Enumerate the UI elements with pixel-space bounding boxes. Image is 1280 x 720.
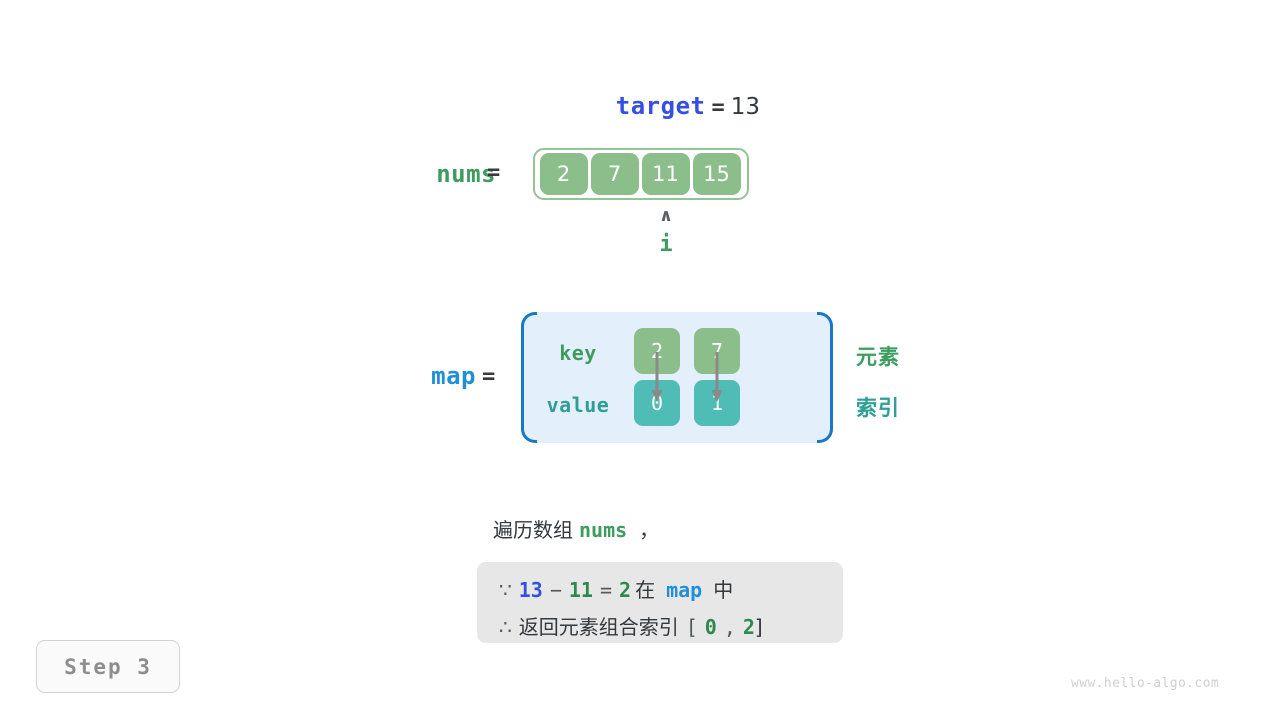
map-key-cell-0: 2 xyxy=(634,328,680,374)
nums-cell-3: 15 xyxy=(692,153,741,195)
map-bracket-left-icon xyxy=(521,312,537,443)
index-pointer-label: i xyxy=(659,232,673,257)
map-key-row-label: key xyxy=(559,341,597,365)
map-equals-sign: = xyxy=(482,364,496,389)
therefore-symbol-icon: ∴ xyxy=(499,615,512,639)
nums-cell-2: 11 xyxy=(641,153,690,195)
nums-array-container: 2 7 11 15 xyxy=(533,148,749,200)
index-pointer-caret-icon: ∧ xyxy=(659,206,673,226)
nums-equals-sign: = xyxy=(487,160,501,185)
map-side-label-index: 索引 xyxy=(856,396,900,420)
note-line-2: ∴返回元素组合索引[0,2] xyxy=(499,609,821,646)
target-variable-name: target xyxy=(615,92,706,120)
note-equals-sign: = xyxy=(599,578,613,602)
map-value-row-label: value xyxy=(546,393,610,417)
map-bracket-right-icon xyxy=(817,312,833,443)
map-mapping-arrow-icon-1 xyxy=(711,352,723,402)
nums-cell-1: 7 xyxy=(590,153,639,195)
caption-keyword-nums: nums xyxy=(579,518,628,542)
map-mapping-arrow-icon-0 xyxy=(651,352,663,402)
note-operand-result: 2 xyxy=(619,578,632,602)
note-minus-sign: − xyxy=(549,578,562,602)
map-side-label-element: 元素 xyxy=(856,345,900,369)
map-variable-name: map xyxy=(431,362,476,390)
note-operand-target: 13 xyxy=(518,578,543,602)
caption-suffix: ， xyxy=(639,518,660,542)
target-row: target=13 xyxy=(0,92,760,120)
note-result-index-1: 2 xyxy=(742,615,755,639)
nums-cell-0: 2 xyxy=(539,153,588,195)
target-value: 13 xyxy=(730,94,760,120)
note-operand-current: 11 xyxy=(568,578,593,602)
nums-variable-name: nums xyxy=(436,160,496,188)
watermark: www.hello-algo.com xyxy=(1071,676,1220,691)
caption-prefix: 遍历数组 xyxy=(493,518,573,542)
step-badge: Step 3 xyxy=(36,640,180,693)
nums-row: nums = xyxy=(0,148,1280,204)
note-keyword-map: map xyxy=(666,578,703,602)
target-equals-sign: = xyxy=(711,95,725,120)
note-zhong-text: 中 xyxy=(713,578,734,602)
note-return-text: 返回元素组合索引 xyxy=(518,615,679,639)
note-bracket-open: [ xyxy=(685,615,698,639)
note-bracket-close: ] xyxy=(754,615,763,639)
note-in-text: 在 xyxy=(635,578,656,602)
because-symbol-icon: ∵ xyxy=(499,578,512,602)
note-result-comma: , xyxy=(723,615,736,639)
note-result-index-0: 0 xyxy=(704,615,717,639)
